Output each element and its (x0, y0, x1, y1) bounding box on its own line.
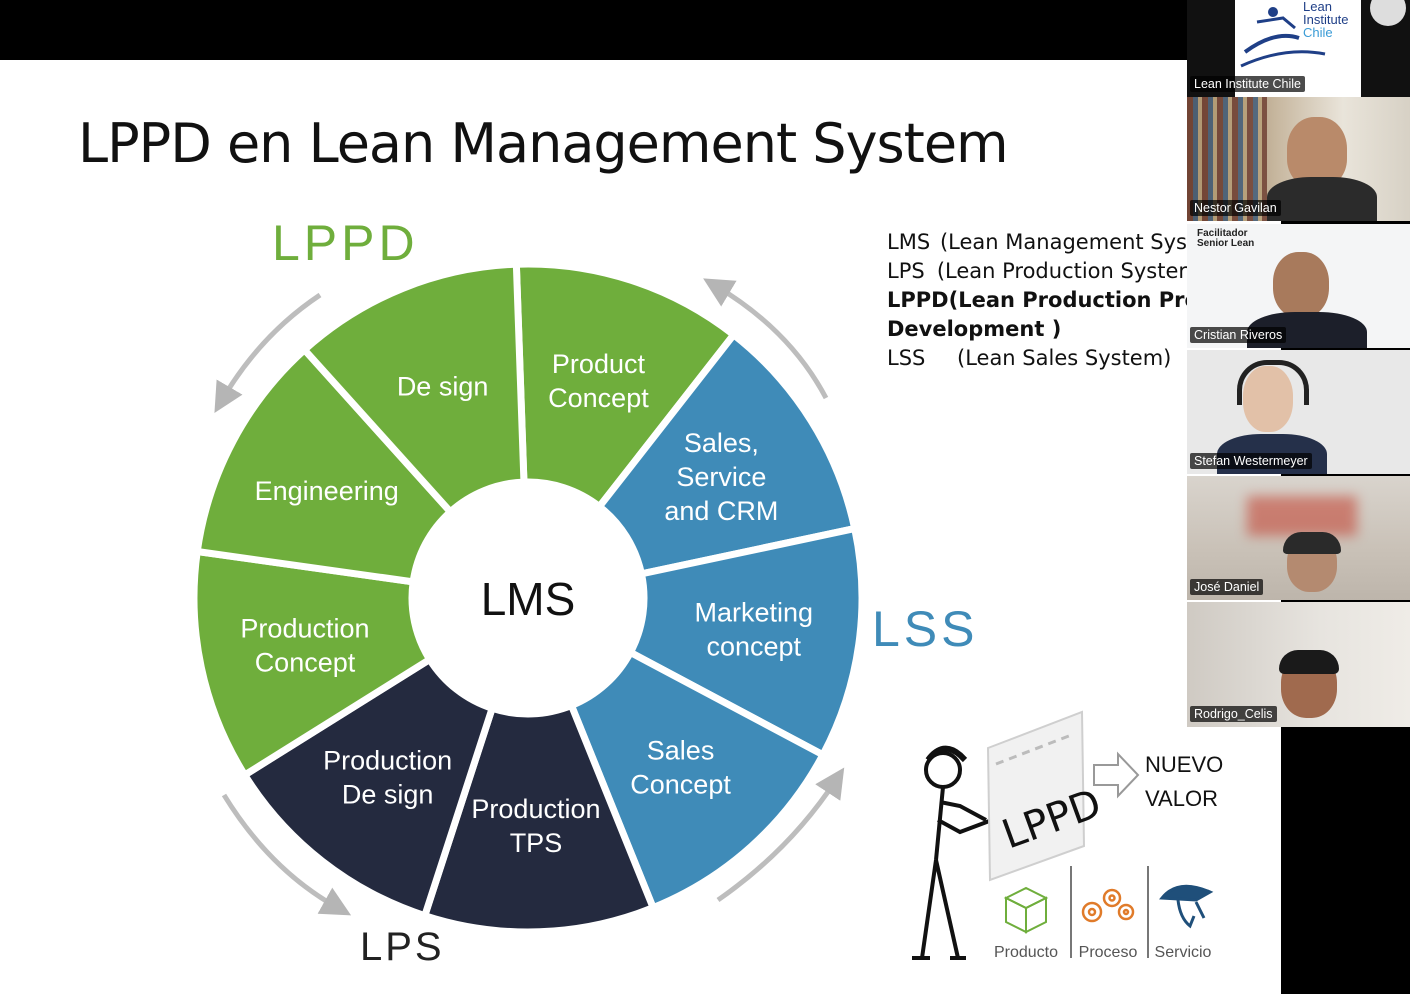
box-icon (1003, 886, 1049, 934)
wheel-segment (625, 524, 866, 760)
blurred-background (1247, 496, 1357, 536)
logo-swoosh-icon (1240, 7, 1326, 68)
participant-video (1287, 117, 1347, 187)
wheel-segment (594, 329, 859, 579)
logo-text-1: Lean (1303, 0, 1332, 14)
wheel-segment (420, 700, 658, 936)
logo-text-2: Institute (1303, 12, 1349, 27)
participant-video (1273, 252, 1329, 318)
gears-icon (1081, 888, 1135, 923)
wheel-segment (190, 547, 435, 780)
illustration-item-label: Producto (994, 944, 1058, 961)
wheel-segment (512, 260, 739, 512)
legend-text: (Lean Production Syster (936, 259, 1187, 283)
wheel-segment (239, 654, 497, 921)
participant-tile[interactable]: Lean Institute Chile Lean Institute Chil… (1187, 0, 1410, 97)
cycle-arrow (703, 278, 829, 400)
legend-row: Development ) (887, 315, 1187, 344)
empty-area (1281, 727, 1410, 994)
wheel-segment (566, 647, 828, 913)
legend-abbr: LSS (887, 346, 926, 370)
legend-row: LPS (Lean Production Syster (887, 257, 1187, 286)
lppd-board: LPPD (986, 710, 1107, 882)
result-line-2: VALOR (1145, 786, 1218, 811)
lss-group-label: LSS (872, 601, 979, 657)
legend-abbr: LMS (887, 230, 931, 254)
cycle-arrow (221, 793, 352, 916)
lps-group-label: LPS (360, 925, 445, 969)
illustration-item-label: Proceso (1079, 944, 1138, 961)
logo-text-3: Chile (1303, 25, 1333, 40)
wheel-center-circle (414, 484, 642, 712)
caption: Facilitador Senior Lean (1197, 229, 1254, 249)
participant-body (1267, 177, 1377, 221)
wheel-segment-label: Engineering (255, 476, 399, 506)
participant-name: Lean Institute Chile (1190, 76, 1306, 92)
participant-name: José Daniel (1190, 579, 1264, 595)
cap-icon (1283, 532, 1341, 554)
participant-name: Stefan Westermeyer (1190, 453, 1312, 469)
hair (1279, 650, 1339, 674)
avatar (1370, 0, 1406, 26)
cycle-arrow (214, 292, 322, 413)
caption-line-1: Facilitador (1197, 228, 1248, 239)
participant-tile[interactable]: Stefan Westermeyer (1187, 350, 1410, 474)
legend-abbr: Development ) (887, 317, 1062, 341)
legend-text: (Lean Production Proce (948, 288, 1187, 312)
legend-text: (Lean Management Sys (939, 230, 1187, 254)
stick-figure-illustration (912, 745, 993, 960)
lppd-group-label: LPPD (272, 215, 419, 271)
legend-row: LMS (Lean Management Sys (887, 228, 1187, 257)
legend-abbr: LPPD (887, 288, 949, 312)
right-arrow-icon (1093, 751, 1140, 799)
presentation-slide: LPPD en Lean Management System LMS Produ… (0, 60, 1281, 994)
legend-row: LPPD(Lean Production Proce (887, 286, 1187, 315)
participant-name: Rodrigo_Celis (1190, 706, 1277, 722)
result-line-1: NUEVO (1145, 752, 1224, 777)
participant-name: Nestor Gavilan (1190, 200, 1281, 216)
wheel-segment (299, 260, 528, 517)
nuevo-valor-label: NUEVO VALOR (1145, 748, 1223, 816)
service-person-icon (1159, 884, 1214, 929)
legend-text: (Lean Sales System) (957, 346, 1172, 370)
caption-line-2: Senior Lean (1197, 238, 1255, 249)
participant-tile[interactable]: José Daniel (1187, 476, 1410, 600)
lean-institute-logo: Lean Institute Chile (1235, 0, 1361, 97)
wheel-segment (193, 344, 456, 586)
legend-row: LSS (Lean Sales System) (887, 344, 1187, 373)
participant-tile[interactable]: Nestor Gavilan (1187, 97, 1410, 221)
wheel-center-label: LMS (481, 573, 576, 625)
illustration-item-label: Servicio (1155, 944, 1212, 961)
headphones-icon (1237, 360, 1309, 405)
participants-sidebar: Lean Institute Chile Lean Institute Chil… (1187, 0, 1410, 727)
participant-tile[interactable]: Facilitador Senior Lean Cristian Riveros (1187, 224, 1410, 348)
wheel-segment-label: De sign (397, 372, 489, 402)
cycle-arrow (716, 767, 845, 903)
slide-title: LPPD en Lean Management System (78, 112, 1009, 175)
participant-tile[interactable]: Rodrigo_Celis (1187, 602, 1410, 727)
participant-name: Cristian Riveros (1190, 327, 1287, 343)
legend-abbr: LPS (887, 259, 925, 283)
